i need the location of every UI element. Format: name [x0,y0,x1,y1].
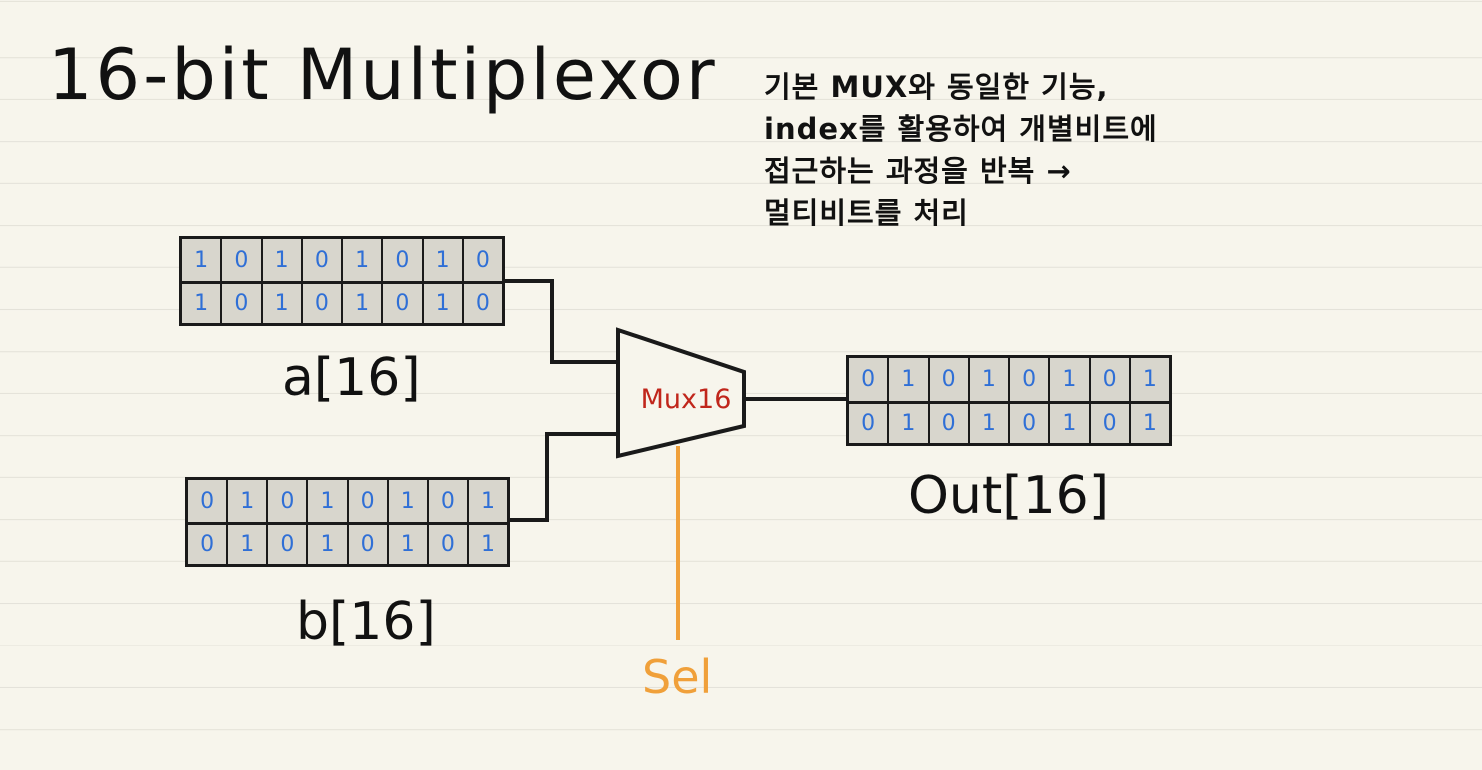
bit-cell: 0 [220,239,260,281]
register-out-label: Out[16] [908,466,1110,526]
bit-cell: 1 [887,403,927,443]
bit-cell: 0 [426,480,467,522]
bit-cell: 0 [220,284,260,323]
wire-b-to-mux [508,432,619,522]
bit-cell: 1 [386,525,427,564]
title-colon: : [688,50,705,106]
handwritten-note: 기본 MUX와 동일한 기능, index를 활용하여 개별비트에 접근하는 과… [764,66,1384,234]
bit-cell: 0 [200,532,215,557]
mux-label: Mux16 [641,384,732,415]
bit-cell: 0 [1008,358,1048,401]
bit-cell: 0 [1008,403,1048,443]
bit-cell: 0 [1088,403,1129,443]
bit-cell: 1 [341,284,381,323]
bit-cell: 1 [260,239,301,281]
register-b-label: b[16] [296,592,436,652]
bit-cell: 1 [466,525,507,564]
bit-cell: 1 [887,358,927,401]
bit-cell: 1 [260,284,301,323]
note-line-1: 기본 MUX와 동일한 기능, [764,70,1109,104]
bit-cell: 1 [226,525,266,564]
bit-cell: 1 [226,480,266,522]
bit-cell: 1 [1048,358,1088,401]
bit-cell: 0 [426,525,467,564]
wire-a-to-mux [502,279,619,364]
bit-cell: 0 [300,284,341,323]
bit-cell: 1 [194,291,209,316]
bit-cell: 0 [381,284,421,323]
bit-cell: 1 [421,284,462,323]
bit-cell: 1 [967,403,1008,443]
bit-cell: 0 [861,410,876,436]
bit-cell: 1 [386,480,427,522]
bit-cell: 0 [346,525,387,564]
note-line-2: index를 활용하여 개별비트에 [764,112,1158,146]
page-title: 16-bit Multiplexor [48,34,718,116]
bit-cell: 1 [466,480,507,522]
bit-cell: 1 [306,480,346,522]
bit-cell: 0 [200,488,215,514]
bit-cell: 0 [861,366,876,392]
register-a-label: a[16] [282,348,421,408]
bit-cell: 1 [967,358,1008,401]
bit-cell: 0 [266,480,306,522]
note-line-4: 멀티비트를 처리 [764,196,969,230]
bit-cell: 0 [927,358,968,401]
bit-cell: 1 [1128,403,1169,443]
bit-cell: 0 [927,403,968,443]
bit-cell: 1 [194,247,209,273]
note-line-3: 접근하는 과정을 반복 → [764,154,1072,188]
bit-cell: 1 [1128,358,1169,401]
bit-cell: 1 [1048,403,1088,443]
bit-cell: 1 [341,239,381,281]
bit-cell: 0 [300,239,341,281]
bit-cell: 1 [306,525,346,564]
mux-body [616,327,746,459]
sel-label: Sel [642,650,713,704]
bit-cell: 1 [421,239,462,281]
bit-cell: 0 [381,239,421,281]
bit-cell: 0 [461,239,502,281]
bit-cell: 0 [266,525,306,564]
bit-cell: 0 [346,480,387,522]
bit-cell: 0 [1088,358,1129,401]
bit-cell: 0 [461,284,502,323]
